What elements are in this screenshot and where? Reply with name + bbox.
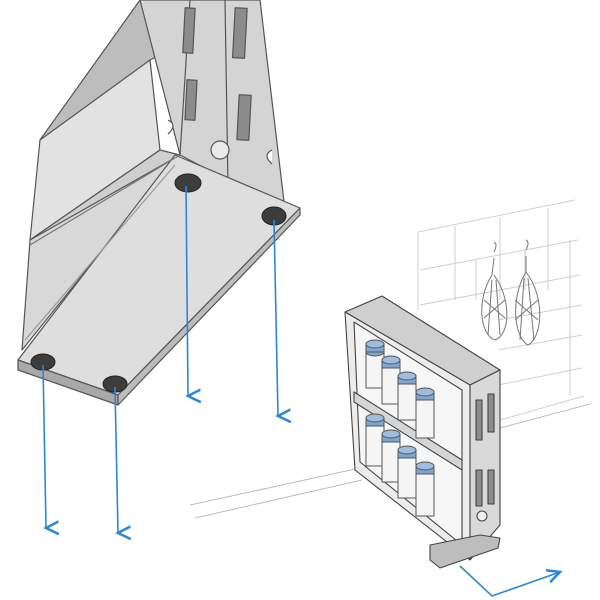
mounting-feet bbox=[30, 173, 287, 393]
spice-jar bbox=[397, 371, 417, 421]
spice-jars-upper bbox=[365, 339, 435, 439]
spice-jar bbox=[381, 355, 401, 405]
direction-arrow-1 bbox=[186, 185, 188, 396]
direction-arrow-3 bbox=[42, 364, 46, 528]
spice-jars-lower bbox=[365, 413, 435, 517]
spice-jar bbox=[381, 429, 401, 483]
spice-jar bbox=[397, 445, 417, 499]
spice-jar bbox=[415, 387, 435, 439]
hanging-whisk-right bbox=[514, 239, 541, 346]
direction-arrow-2 bbox=[273, 219, 278, 416]
pull-out-arrow bbox=[459, 565, 560, 597]
direction-arrow-4 bbox=[114, 386, 118, 533]
tile-wall-sketch bbox=[417, 199, 585, 421]
mounting-foot-1 bbox=[174, 173, 202, 193]
spice-rack-unit-underside bbox=[17, 0, 301, 406]
direction-arrows bbox=[42, 185, 278, 533]
counter-edge bbox=[189, 403, 591, 519]
hanging-whisk-left bbox=[481, 241, 508, 341]
spice-jar bbox=[365, 413, 385, 467]
spice-jar bbox=[415, 461, 435, 517]
spice-jar bbox=[365, 339, 385, 389]
